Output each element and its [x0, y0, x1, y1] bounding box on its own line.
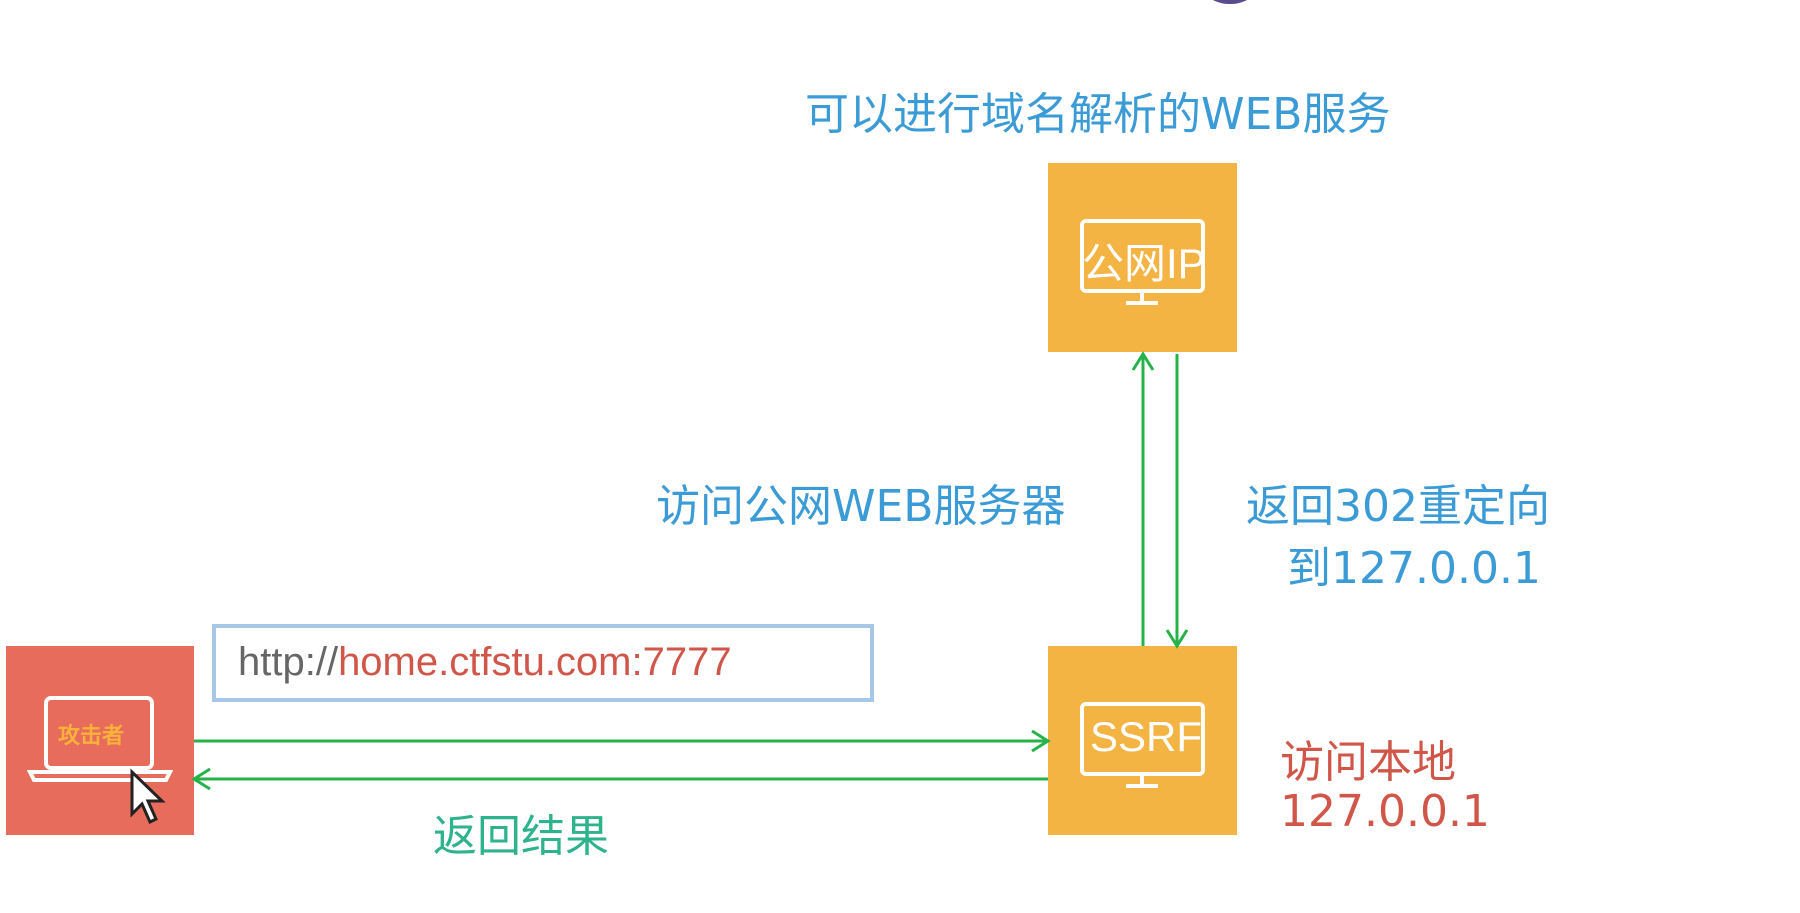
public-ip-label: 公网IP — [1082, 240, 1206, 287]
arrow-public-to-ssrf-head — [1165, 629, 1189, 649]
monitor-icon — [1080, 219, 1205, 305]
url-host: home.ctfstu.com:7777 — [338, 640, 732, 684]
ssrf-label: SSRF — [1090, 713, 1203, 760]
label-visit-public: 访问公网WEB服务器 — [656, 481, 1066, 532]
arrow-ssrf-to-public-head — [1131, 351, 1155, 371]
url-box: http://home.ctfstu.com:7777 — [212, 624, 874, 702]
decorative-blob — [1195, 0, 1265, 4]
url-scheme: http:// — [238, 640, 339, 684]
laptop-icon — [26, 696, 174, 825]
url-text: http://home.ctfstu.com:7777 — [238, 640, 732, 685]
label-visit-local-2: 127.0.0.1 — [1280, 786, 1490, 837]
arrow-ssrf-to-attacker-head — [191, 767, 211, 791]
cursor-icon — [130, 768, 166, 825]
public-ip-node: 公网IP — [1048, 163, 1237, 352]
label-return-redirect-2: 到127.0.0.1 — [1287, 543, 1541, 594]
attacker-label: 攻击者 — [58, 724, 125, 749]
arrow-attacker-to-ssrf-head — [1031, 729, 1051, 753]
label-return-redirect-1: 返回302重定向 — [1246, 481, 1550, 532]
diagram-title: 可以进行域名解析的WEB服务 — [805, 89, 1391, 140]
monitor-icon — [1080, 702, 1205, 788]
ssrf-node: SSRF — [1048, 646, 1237, 835]
attacker-node: 攻击者 — [6, 646, 194, 835]
label-visit-local-1: 访问本地 — [1280, 737, 1456, 788]
label-return-result: 返回结果 — [433, 811, 609, 862]
